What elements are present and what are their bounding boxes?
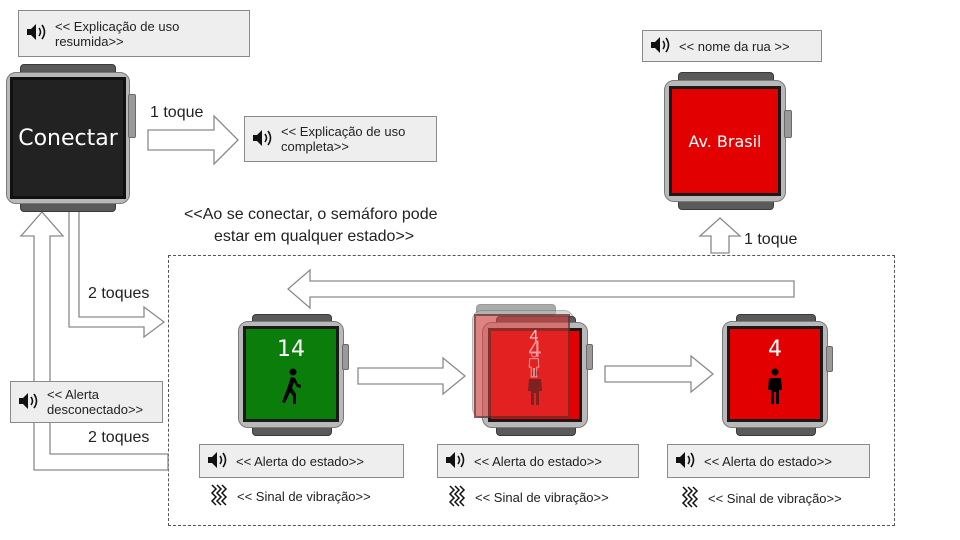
- label-two-taps-lower: 2 toques: [88, 429, 150, 446]
- arrow-loop-back: [287, 268, 795, 310]
- transition-ghost-overlay: 4: [474, 314, 570, 418]
- arrow-green-to-transition: [357, 356, 467, 396]
- vibration-row-1: << Sinal de vibração>>: [209, 483, 371, 509]
- disconnect-alert-box: << Alerta desconectado>>: [10, 381, 163, 423]
- usage-summary-text: << Explicação de uso resumida>>: [55, 18, 180, 49]
- vibration-text: << Sinal de vibração>>: [475, 489, 609, 505]
- state-alert-box-3: << Alerta do estado>>: [667, 444, 870, 478]
- usage-full-text: << Explicação de uso completa>>: [281, 124, 406, 154]
- vibration-row-2: << Sinal de vibração>>: [447, 484, 609, 510]
- arrow-down-two-taps: [68, 197, 166, 339]
- watch-street-screen: Av. Brasil: [669, 86, 781, 196]
- watch-green: 14: [238, 314, 350, 436]
- speaker-icon: [444, 450, 468, 473]
- label-one-tap-street: 1 toque: [744, 231, 798, 248]
- vibration-icon: [680, 485, 700, 511]
- speaker-icon: [674, 450, 698, 473]
- state-alert-text: << Alerta do estado>>: [474, 453, 602, 469]
- state-alert-box-2: << Alerta do estado>>: [437, 444, 639, 478]
- disconnect-alert-text: << Alerta desconectado>>: [47, 387, 144, 417]
- state-alert-text: << Alerta do estado>>: [236, 453, 364, 469]
- watch-main-screen[interactable]: Conectar: [10, 77, 126, 199]
- speaker-icon: [206, 450, 230, 473]
- watch-red-screen: 4: [727, 326, 823, 422]
- watch-transition: 4 4: [470, 304, 598, 436]
- vibration-text: << Sinal de vibração>>: [708, 490, 842, 506]
- walking-person-icon: [278, 368, 304, 411]
- state-group-frame: [168, 255, 895, 526]
- label-one-tap: 1 toque: [150, 104, 204, 121]
- label-two-taps-upper: 2 toques: [88, 285, 150, 302]
- ghost-person-icon: [527, 350, 541, 385]
- arrow-up-to-street: [698, 217, 742, 254]
- vibration-text: << Sinal de vibração>>: [237, 488, 371, 504]
- watch-street: Av. Brasil: [664, 72, 794, 210]
- vibration-icon: [209, 483, 229, 509]
- speaker-icon: [17, 391, 41, 414]
- usage-summary-box: << Explicação de uso resumida>>: [18, 10, 250, 57]
- watch-main: Conectar: [6, 64, 136, 212]
- connect-note-line1: <<Ao se conectar, o semáforo pode: [184, 206, 438, 223]
- state-alert-box-1: << Alerta do estado>>: [199, 444, 404, 478]
- arrow-one-tap-right: [147, 114, 239, 166]
- watch-green-screen: 14: [243, 326, 339, 422]
- street-name-text: << nome da rua >>: [679, 38, 790, 54]
- watch-red: 4: [722, 314, 834, 436]
- connect-label: Conectar: [18, 125, 118, 151]
- arrow-up-to-main: [19, 211, 169, 471]
- street-name-box: << nome da rua >>: [642, 30, 822, 62]
- countdown-number: 14: [277, 336, 305, 362]
- state-alert-text: << Alerta do estado>>: [704, 453, 832, 469]
- ghost-number: 4: [529, 327, 539, 345]
- speaker-icon: [25, 22, 49, 45]
- vibration-icon: [447, 484, 467, 510]
- usage-full-box: << Explicação de uso completa>>: [244, 116, 437, 162]
- speaker-icon: [649, 35, 673, 58]
- street-name: Av. Brasil: [688, 131, 762, 151]
- arrow-transition-to-red: [604, 354, 715, 394]
- vibration-row-3: << Sinal de vibração>>: [680, 485, 842, 511]
- countdown-number: 4: [768, 336, 782, 362]
- connect-note-line2: estar em qualquer estado>>: [214, 228, 415, 245]
- standing-person-icon: [765, 368, 785, 411]
- speaker-icon: [251, 128, 275, 151]
